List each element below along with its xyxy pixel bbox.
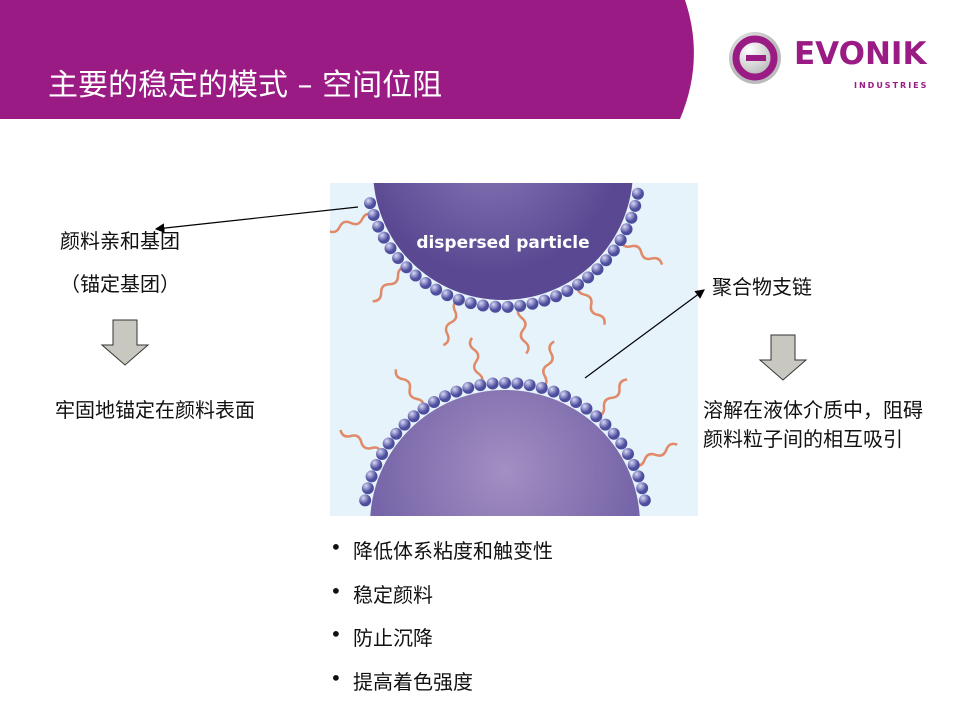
anchor-bead: [365, 470, 378, 483]
anchor-bead: [441, 289, 454, 302]
anchor-group-sublabel: （锚定基团）: [60, 272, 180, 296]
anchor-bead: [511, 377, 524, 390]
anchor-bead: [364, 197, 377, 210]
anchor-bead: [580, 402, 593, 415]
polymer-tail: [516, 305, 530, 355]
down-arrow-left: [100, 319, 150, 366]
anchor-bead: [636, 482, 649, 495]
anchor-bead: [620, 223, 633, 236]
anchor-bead: [570, 396, 582, 409]
anchor-bead: [499, 377, 511, 389]
anchor-bead: [607, 244, 620, 257]
list-item: •降低体系粘度和触变性: [330, 535, 553, 563]
anchor-bead: [450, 385, 463, 398]
anchor-bead: [452, 293, 465, 306]
polymer-tail: [394, 369, 426, 409]
list-item: •提高着色强度: [330, 665, 473, 694]
anchor-bead: [638, 494, 651, 507]
logo-wordmark: EVONIK: [794, 36, 927, 72]
list-item: •防止沉降: [330, 622, 433, 650]
anchor-bead: [582, 271, 595, 284]
polymer-tail: [372, 265, 407, 303]
polymer-tail: [576, 284, 606, 326]
anchor-bead: [514, 299, 527, 312]
polymer-tail: [442, 298, 460, 347]
polymer-tail: [619, 239, 664, 266]
anchor-bead: [526, 297, 539, 310]
anchor-bead: [382, 437, 395, 450]
anchor-bead: [538, 294, 551, 307]
top-particle: [373, 183, 633, 300]
list-item: •稳定颜料: [330, 578, 433, 607]
anchor-bead: [627, 458, 640, 471]
anchor-bead: [535, 381, 548, 394]
anchor-bead: [547, 385, 560, 398]
header-banner: 主要的稳定的模式 – 空间位阻: [0, 0, 960, 119]
anchor-bead: [591, 263, 604, 276]
anchor-bead: [615, 437, 628, 450]
anchor-bead: [370, 458, 383, 471]
anchor-bead: [474, 379, 487, 392]
polymer-tail: [468, 337, 484, 386]
anchor-bead: [376, 448, 389, 460]
anchor-bead: [489, 300, 502, 313]
anchor-bead: [621, 448, 634, 460]
anchor-bead: [361, 482, 374, 495]
anchor-group-label: 颜料亲和基团: [60, 229, 180, 253]
chain-result-text: 溶解在液体介质中，阻碍颜料粒子间的相互吸引: [703, 398, 923, 451]
anchor-arrow: [154, 206, 359, 233]
anchor-bead: [462, 381, 475, 394]
anchor-bead: [398, 418, 411, 431]
anchor-bead: [464, 297, 477, 310]
anchor-bead: [384, 242, 397, 255]
anchor-bead: [632, 470, 645, 483]
anchor-bead: [486, 377, 499, 390]
anchor-bead: [359, 494, 372, 507]
logo-subtitle: INDUSTRIES: [854, 81, 928, 90]
anchor-bead: [438, 390, 451, 403]
anchor-bead: [614, 234, 627, 247]
particle-illustration: dispersed particle: [330, 183, 698, 516]
anchor-bead: [607, 427, 620, 440]
anchor-bead: [590, 410, 603, 423]
anchor-bead: [390, 427, 403, 440]
evonik-logo: EVONIK INDUSTRIES: [728, 26, 943, 96]
anchor-bead: [600, 254, 613, 267]
anchor-bead: [523, 379, 536, 392]
anchor-bead: [407, 410, 420, 423]
polymer-chain-label: 聚合物支链: [712, 275, 812, 299]
page-title: 主要的稳定的模式 – 空间位阻: [48, 68, 443, 103]
benefit-list: •降低体系粘度和触变性 •稳定颜料 •防止沉降 •提高着色强度: [330, 535, 553, 709]
anchor-bead: [428, 396, 440, 409]
anchor-bead: [417, 402, 430, 415]
anchor-bead: [561, 284, 574, 297]
anchor-result-text: 牢固地锚定在颜料表面: [55, 398, 255, 422]
polymer-tail: [596, 378, 628, 418]
anchor-bead: [476, 299, 489, 312]
anchor-bead: [629, 199, 642, 212]
polymer-tail: [339, 429, 384, 455]
down-arrow-right: [758, 334, 808, 381]
anchor-bead: [367, 209, 380, 222]
polymer-tail: [541, 340, 555, 389]
anchor-bead: [631, 187, 644, 200]
particle-label: dispersed particle: [416, 233, 589, 253]
anchor-bead: [400, 261, 413, 274]
anchor-bead: [409, 269, 422, 282]
anchor-bead: [599, 418, 612, 431]
anchor-bead: [572, 278, 585, 291]
anchor-bead: [559, 390, 572, 403]
polymer-tail: [330, 212, 375, 234]
anchor-bead: [377, 231, 390, 244]
anchor-bead: [550, 290, 563, 303]
anchor-bead: [625, 211, 638, 224]
anchor-bead: [372, 220, 385, 233]
bottom-particle: [370, 390, 640, 516]
anchor-bead: [430, 283, 443, 296]
anchor-bead: [501, 300, 514, 313]
anchor-bead: [419, 277, 432, 290]
polymer-tail: [633, 442, 678, 468]
anchor-bead: [392, 252, 405, 265]
